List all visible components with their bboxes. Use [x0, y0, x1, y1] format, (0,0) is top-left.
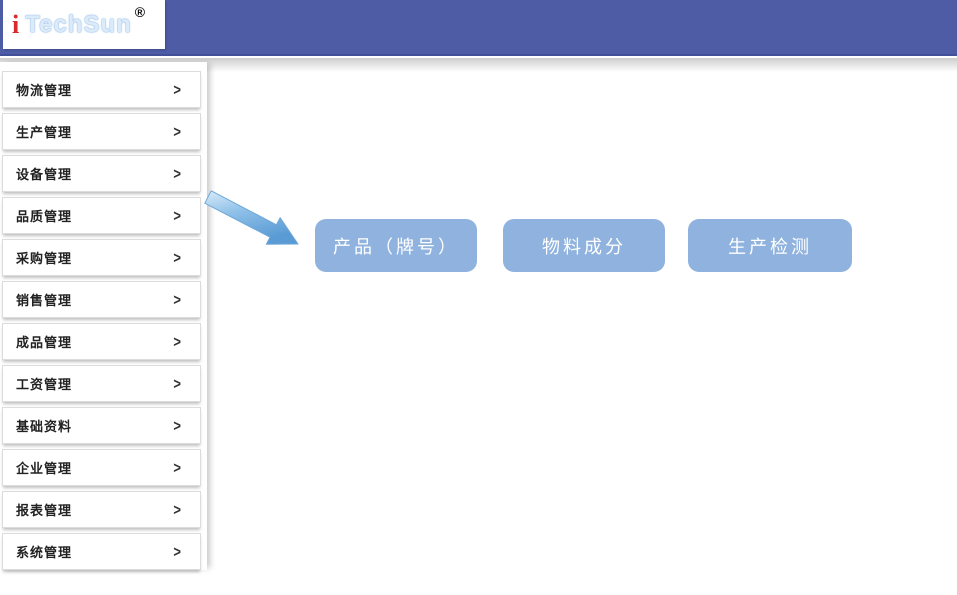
- chevron-right-icon: >: [173, 164, 181, 183]
- sidebar-item-reports[interactable]: 报表管理 >: [2, 491, 201, 528]
- sidebar-item-sales[interactable]: 销售管理 >: [2, 281, 201, 318]
- chevron-right-icon: >: [173, 416, 181, 435]
- chevron-right-icon: >: [173, 122, 181, 141]
- chevron-right-icon: >: [173, 80, 181, 99]
- sidebar-item-label: 生产管理: [16, 125, 73, 140]
- sidebar-item-label: 基础资料: [16, 419, 73, 434]
- chevron-right-icon: >: [173, 458, 181, 477]
- chevron-right-icon: >: [173, 374, 181, 393]
- sidebar-item-label: 采购管理: [16, 251, 73, 266]
- sidebar-item-payroll[interactable]: 工资管理 >: [2, 365, 201, 402]
- sidebar-item-label: 销售管理: [16, 293, 73, 308]
- sidebar-menu: 物流管理 > 生产管理 > 设备管理 > 品质管理 > 采购管理 > 销售管理 …: [0, 62, 207, 570]
- sidebar-item-purchasing[interactable]: 采购管理 >: [2, 239, 201, 276]
- button-label: 物料成分: [542, 236, 626, 257]
- sidebar-item-label: 物流管理: [16, 83, 73, 98]
- button-label: 产品（牌号）: [333, 236, 459, 257]
- sidebar-item-label: 成品管理: [16, 335, 73, 350]
- sidebar-item-finished-goods[interactable]: 成品管理 >: [2, 323, 201, 360]
- logo-brand-text: TechSun: [25, 10, 132, 38]
- sidebar-item-system[interactable]: 系统管理 >: [2, 533, 201, 570]
- registered-trademark-icon: ®: [134, 4, 146, 20]
- chevron-right-icon: >: [173, 500, 181, 519]
- sidebar-item-logistics[interactable]: 物流管理 >: [2, 71, 201, 108]
- sidebar-item-label: 设备管理: [16, 167, 73, 182]
- sidebar-item-label: 系统管理: [16, 545, 73, 560]
- sidebar-item-quality[interactable]: 品质管理 >: [2, 197, 201, 234]
- chevron-right-icon: >: [173, 290, 181, 309]
- app-logo: i TechSun ®: [3, 0, 165, 49]
- sidebar-item-label: 工资管理: [16, 377, 73, 392]
- material-composition-button[interactable]: 物料成分: [503, 219, 665, 272]
- sidebar-item-enterprise[interactable]: 企业管理 >: [2, 449, 201, 486]
- header-bar: i TechSun ®: [0, 0, 957, 56]
- button-label: 生产检测: [728, 236, 812, 257]
- chevron-right-icon: >: [173, 206, 181, 225]
- pointer-arrow-icon: [204, 190, 299, 245]
- chevron-right-icon: >: [173, 248, 181, 267]
- sidebar-item-basic-data[interactable]: 基础资料 >: [2, 407, 201, 444]
- chevron-right-icon: >: [173, 542, 181, 561]
- chevron-right-icon: >: [173, 332, 181, 351]
- sidebar-item-equipment[interactable]: 设备管理 >: [2, 155, 201, 192]
- sidebar-item-production[interactable]: 生产管理 >: [2, 113, 201, 150]
- sidebar-item-label: 报表管理: [16, 503, 73, 518]
- sidebar-item-label: 企业管理: [16, 461, 73, 476]
- header-shadow-gradient: [0, 58, 957, 72]
- product-brand-button[interactable]: 产品（牌号）: [315, 219, 477, 272]
- sidebar-item-label: 品质管理: [16, 209, 73, 224]
- logo-i-mark: i: [12, 9, 20, 39]
- production-testing-button[interactable]: 生产检测: [688, 219, 852, 272]
